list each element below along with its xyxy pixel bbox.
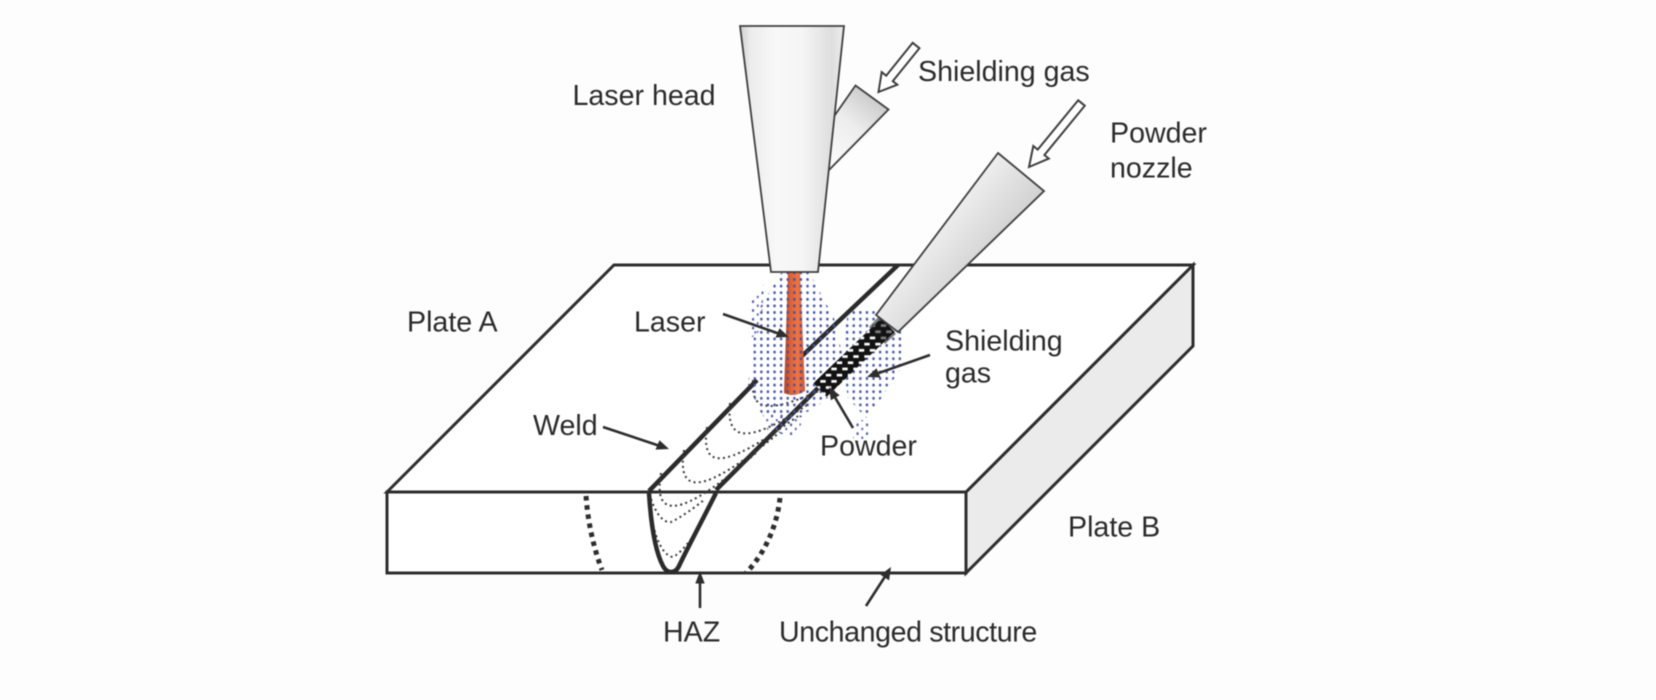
svg-text:Plate A: Plate A [407, 307, 499, 339]
svg-text:Weld: Weld [533, 410, 598, 442]
svg-text:HAZ: HAZ [663, 617, 720, 649]
svg-text:gas: gas [945, 358, 991, 390]
svg-text:Shielding gas: Shielding gas [918, 56, 1090, 88]
svg-text:Powder: Powder [820, 431, 917, 463]
svg-text:nozzle: nozzle [1110, 153, 1193, 185]
svg-text:Unchanged structure: Unchanged structure [779, 617, 1037, 649]
svg-text:Powder: Powder [1110, 118, 1207, 150]
svg-text:Laser head: Laser head [573, 80, 716, 112]
svg-text:Laser: Laser [634, 307, 706, 339]
svg-text:Plate B: Plate B [1068, 512, 1160, 544]
svg-text:Shielding: Shielding [945, 326, 1063, 358]
